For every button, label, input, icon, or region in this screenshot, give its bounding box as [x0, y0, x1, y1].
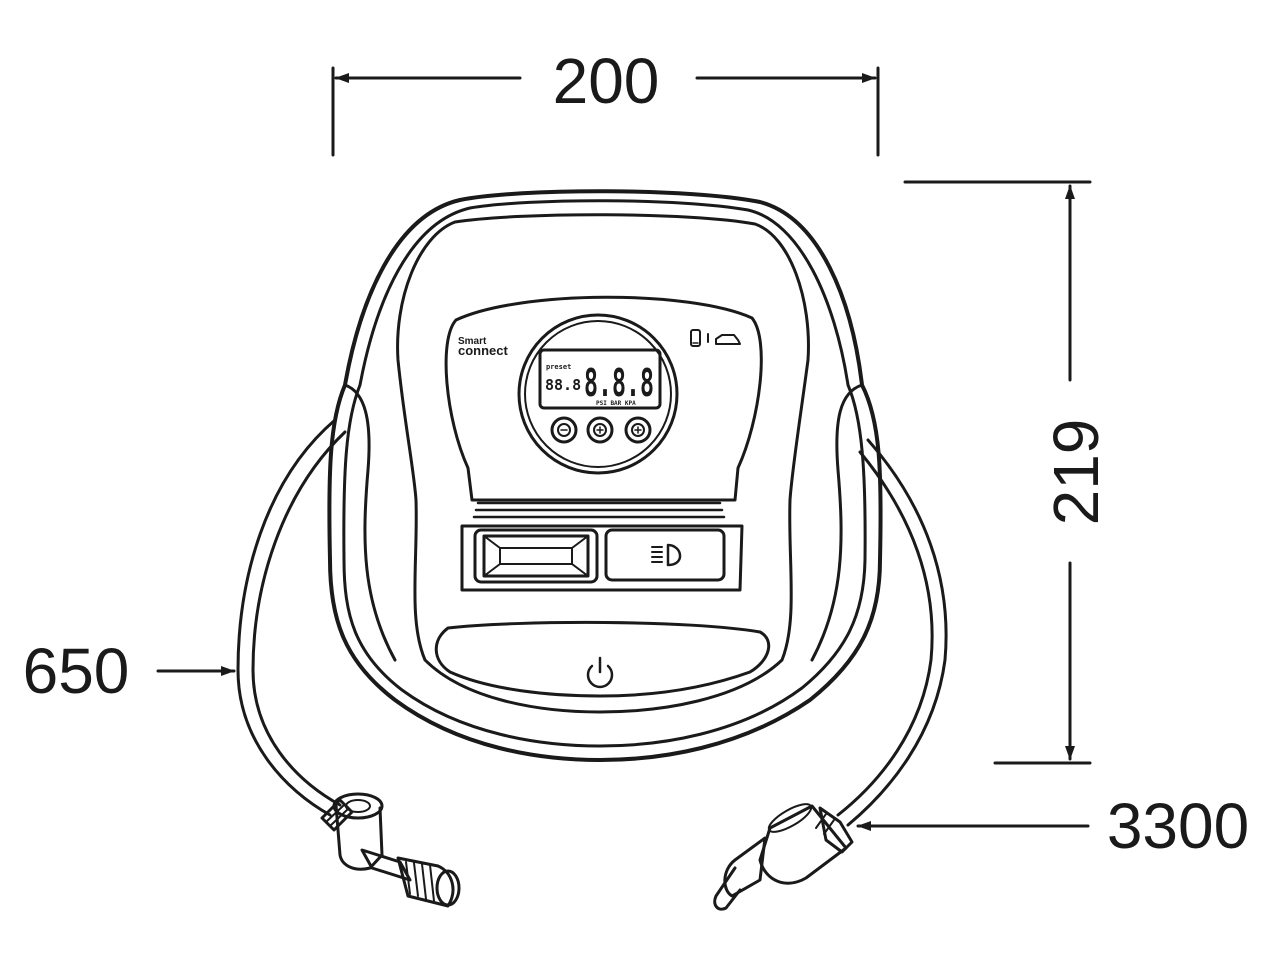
height-dimension: 219 — [903, 180, 1112, 765]
front-panel: Smart connect preset 88.8 8.8.8 PSI BAR … — [434, 313, 771, 698]
width-dimension: 200 — [331, 45, 880, 157]
hose-length-label: 650 — [23, 635, 130, 707]
car-plug — [713, 803, 854, 911]
brand-line-2: connect — [458, 343, 509, 358]
light-button[interactable] — [604, 528, 726, 582]
lcd-screen — [538, 348, 662, 410]
headlight-icon — [651, 543, 682, 567]
lcd-preset-label: preset — [546, 363, 571, 371]
car-icon — [715, 334, 741, 345]
button-tray — [460, 524, 744, 592]
display-bezel-inner — [524, 320, 672, 468]
lcd-main-value: 8.8.8 — [584, 361, 654, 405]
lcd-preset-value: 88.8 — [545, 376, 581, 394]
power-button[interactable] — [434, 620, 771, 698]
air-hose — [236, 418, 347, 817]
vent-slats — [472, 501, 726, 519]
cable-dimension: 3300 — [856, 790, 1249, 862]
compressor-body — [327, 189, 883, 762]
mode-button[interactable] — [586, 416, 614, 444]
hose-dimension: 650 — [23, 635, 236, 707]
display-bezel — [517, 313, 679, 475]
power-cable — [836, 438, 948, 827]
cable-length-label: 3300 — [1107, 790, 1249, 862]
brand-line-1: Smart — [458, 336, 487, 347]
phone-icon — [690, 329, 701, 347]
minus-button[interactable] — [550, 416, 578, 444]
plus-button[interactable] — [624, 416, 652, 444]
width-label: 200 — [553, 45, 660, 117]
work-light-lens — [473, 528, 599, 584]
lcd-unit-labels: PSI BAR KPA — [596, 400, 636, 407]
power-icon — [586, 656, 614, 689]
height-label: 219 — [1040, 419, 1112, 526]
valve-connector — [320, 792, 461, 908]
